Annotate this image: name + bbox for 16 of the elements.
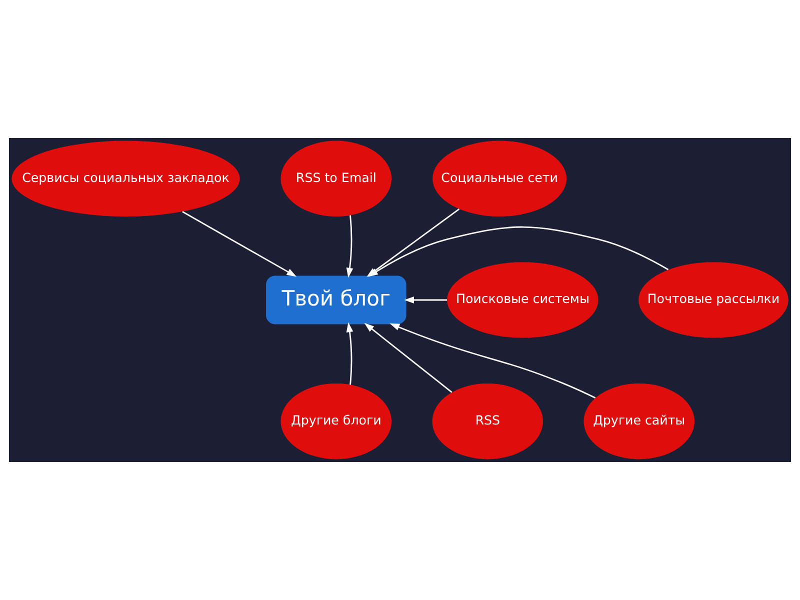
node-ellipse: Поисковые системы	[447, 262, 598, 338]
arrow	[346, 322, 354, 385]
arrow	[404, 296, 447, 304]
arrow	[364, 322, 452, 393]
node-ellipse: Другие сайты	[584, 383, 695, 460]
node-ellipse: Социальные сети	[432, 140, 567, 217]
node-ellipse: RSS	[432, 383, 544, 460]
node-ellipse: RSS to Email	[280, 140, 392, 217]
node-box: Твой блог	[266, 276, 406, 324]
node-ellipse: Другие блоги	[280, 383, 392, 460]
arrow	[368, 226, 669, 277]
arrow	[346, 215, 354, 278]
arrow	[182, 211, 297, 277]
arrow	[390, 323, 596, 399]
node-ellipse: Сервисы социальных закладок	[12, 140, 240, 217]
node-ellipse: Почтовые рассылки	[638, 262, 788, 338]
